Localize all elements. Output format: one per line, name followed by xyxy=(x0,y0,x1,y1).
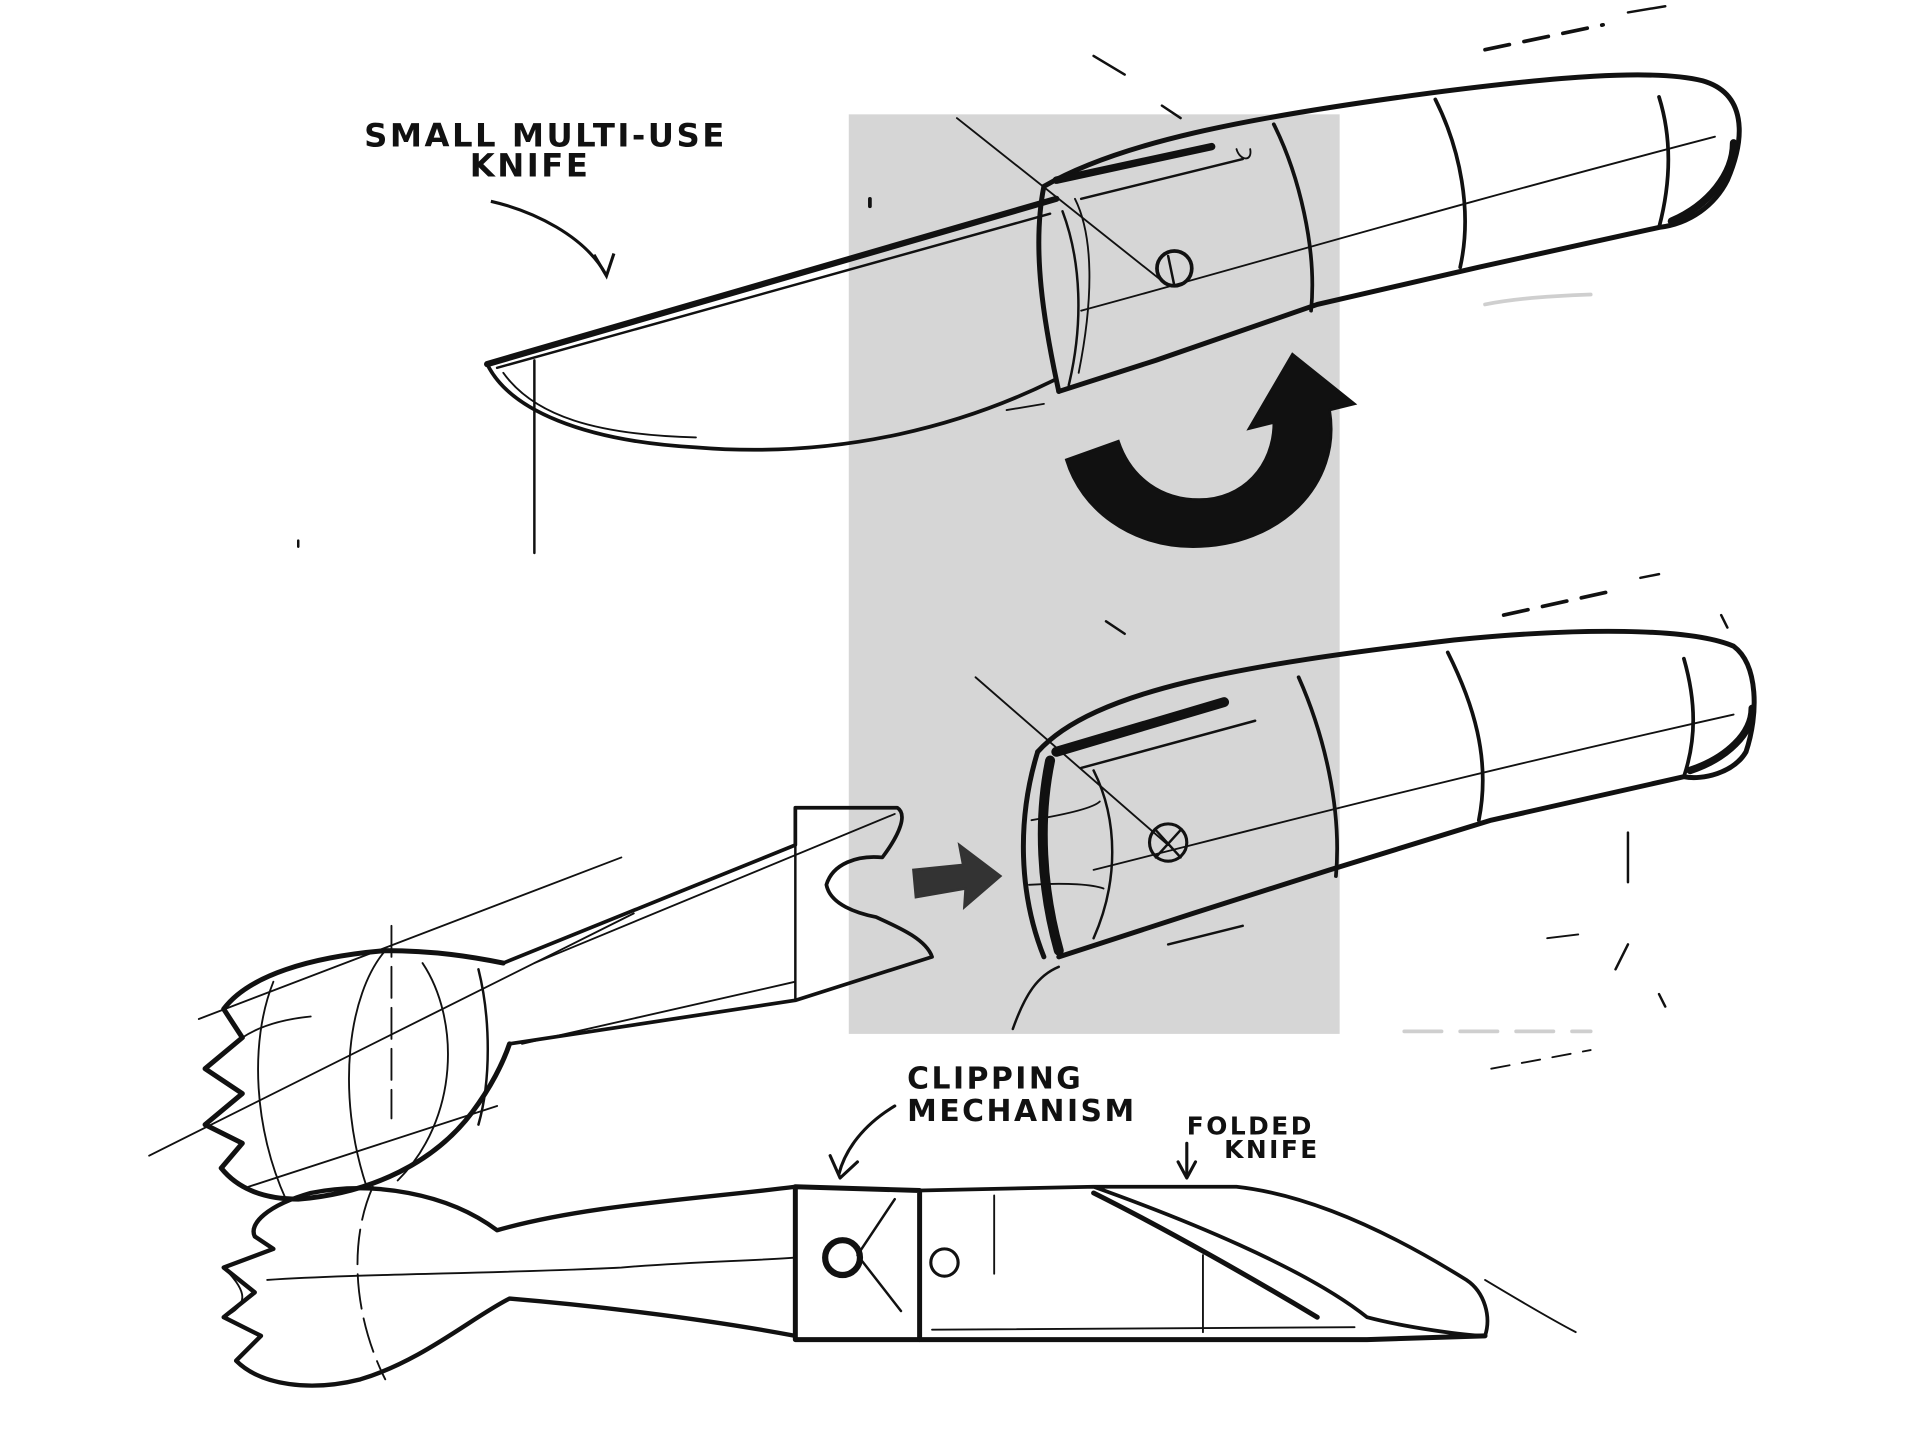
label-folded-line1: FOLDED xyxy=(1187,1112,1314,1141)
label-clip-line1: CLIPPING xyxy=(907,1062,1083,1097)
label-knife-line2: KNIFE xyxy=(470,146,591,184)
annotation-folded-knife: FOLDED KNIFE xyxy=(1187,1112,1320,1165)
label-knife-line1: SMALL MULTI-USE xyxy=(364,117,727,155)
spork-attachment xyxy=(148,805,1667,1202)
right-arrow-icon xyxy=(912,842,1003,911)
open-knife xyxy=(297,4,1742,555)
closed-handle xyxy=(974,572,1757,1031)
label-knife-pointer xyxy=(490,199,607,275)
curved-rotate-arrow-icon xyxy=(1064,352,1358,549)
knife-handle xyxy=(955,4,1742,394)
knife-blade xyxy=(297,195,1060,555)
annotation-knife: SMALL MULTI-USE KNIFE xyxy=(364,117,727,280)
label-folded-line2: KNIFE xyxy=(1224,1135,1320,1164)
annotation-clipping-mechanism: CLIPPING MECHANISM xyxy=(907,1062,1136,1129)
label-clip-line2: MECHANISM xyxy=(907,1094,1136,1129)
folded-assembly xyxy=(221,1104,1577,1388)
